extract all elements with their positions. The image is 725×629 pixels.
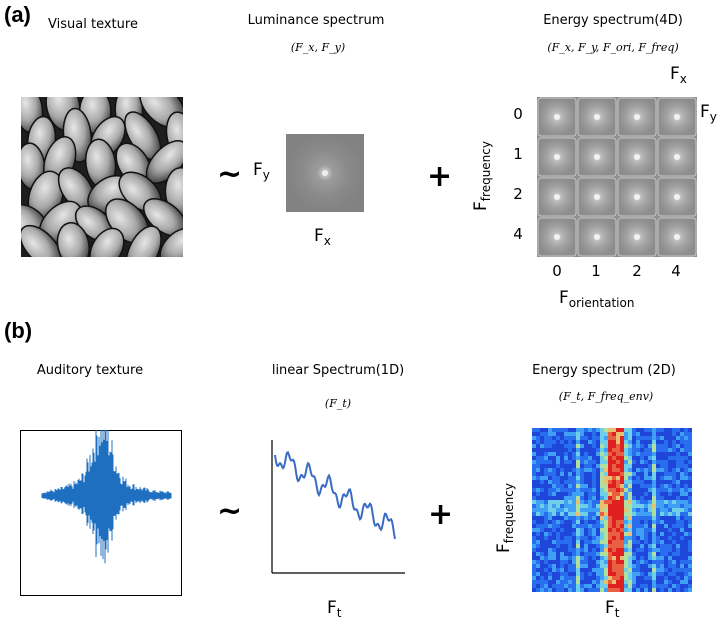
luminance-spectrum-image <box>286 134 364 212</box>
visual-texture-image <box>21 97 183 257</box>
luminance-fx-axis-label: Fx <box>314 226 331 249</box>
luminance-fy-axis-label: Fy <box>253 160 270 183</box>
col-tick-2: 2 <box>632 262 642 280</box>
plus-symbol-a: + <box>427 159 453 194</box>
energy-spectrum-2d-heatmap <box>532 428 692 592</box>
row-tick-0: 0 <box>513 105 523 123</box>
auditory-waveform-image <box>20 430 182 596</box>
linear-spectrum-title: linear Spectrum(1D) <box>271 363 405 378</box>
energy-spectrum-2d-variables: (F_t, F_freq_env) <box>558 390 654 403</box>
panel-b-label: (b) <box>4 318 33 343</box>
energy-2d-ft-axis-label: Ft <box>605 598 620 621</box>
linear-spectrum-plot <box>271 440 405 574</box>
tilde-symbol-a: ~ <box>217 157 243 192</box>
luminance-spectrum-title: Luminance spectrum <box>247 13 385 28</box>
linear-spectrum-variables: (F_t) <box>324 397 352 410</box>
tilde-symbol-b: ~ <box>217 494 243 529</box>
luminance-spectrum-variables: (F_x, F_y) <box>290 41 346 54</box>
auditory-texture-title: Auditory texture <box>36 363 144 378</box>
energy-2d-frequency-axis-label: Ffrequency <box>493 483 517 553</box>
col-tick-1: 1 <box>591 262 601 280</box>
col-tick-3: 4 <box>671 262 681 280</box>
energy-orientation-axis-label: Forientation <box>559 288 635 311</box>
row-tick-2: 2 <box>513 185 523 203</box>
panel-a-label: (a) <box>4 2 31 27</box>
row-tick-1: 1 <box>513 145 523 163</box>
energy-fx-axis-label: Fx <box>670 64 687 87</box>
energy-spectrum-4d-title: Energy spectrum(4D) <box>543 13 683 28</box>
visual-texture-title: Visual texture <box>48 17 138 32</box>
energy-frequency-axis-label: Ffrequency <box>470 141 494 211</box>
energy-fy-axis-label: Fy <box>700 102 717 125</box>
row-tick-3: 4 <box>513 225 523 243</box>
linear-ft-axis-label: Ft <box>327 598 342 621</box>
col-tick-0: 0 <box>552 262 562 280</box>
energy-spectrum-4d-grid <box>537 97 697 257</box>
energy-spectrum-4d-variables: (F_x, F_y, F_ori, F_freq) <box>547 41 679 54</box>
energy-spectrum-2d-title: Energy spectrum (2D) <box>532 363 676 378</box>
plus-symbol-b: + <box>428 497 454 532</box>
